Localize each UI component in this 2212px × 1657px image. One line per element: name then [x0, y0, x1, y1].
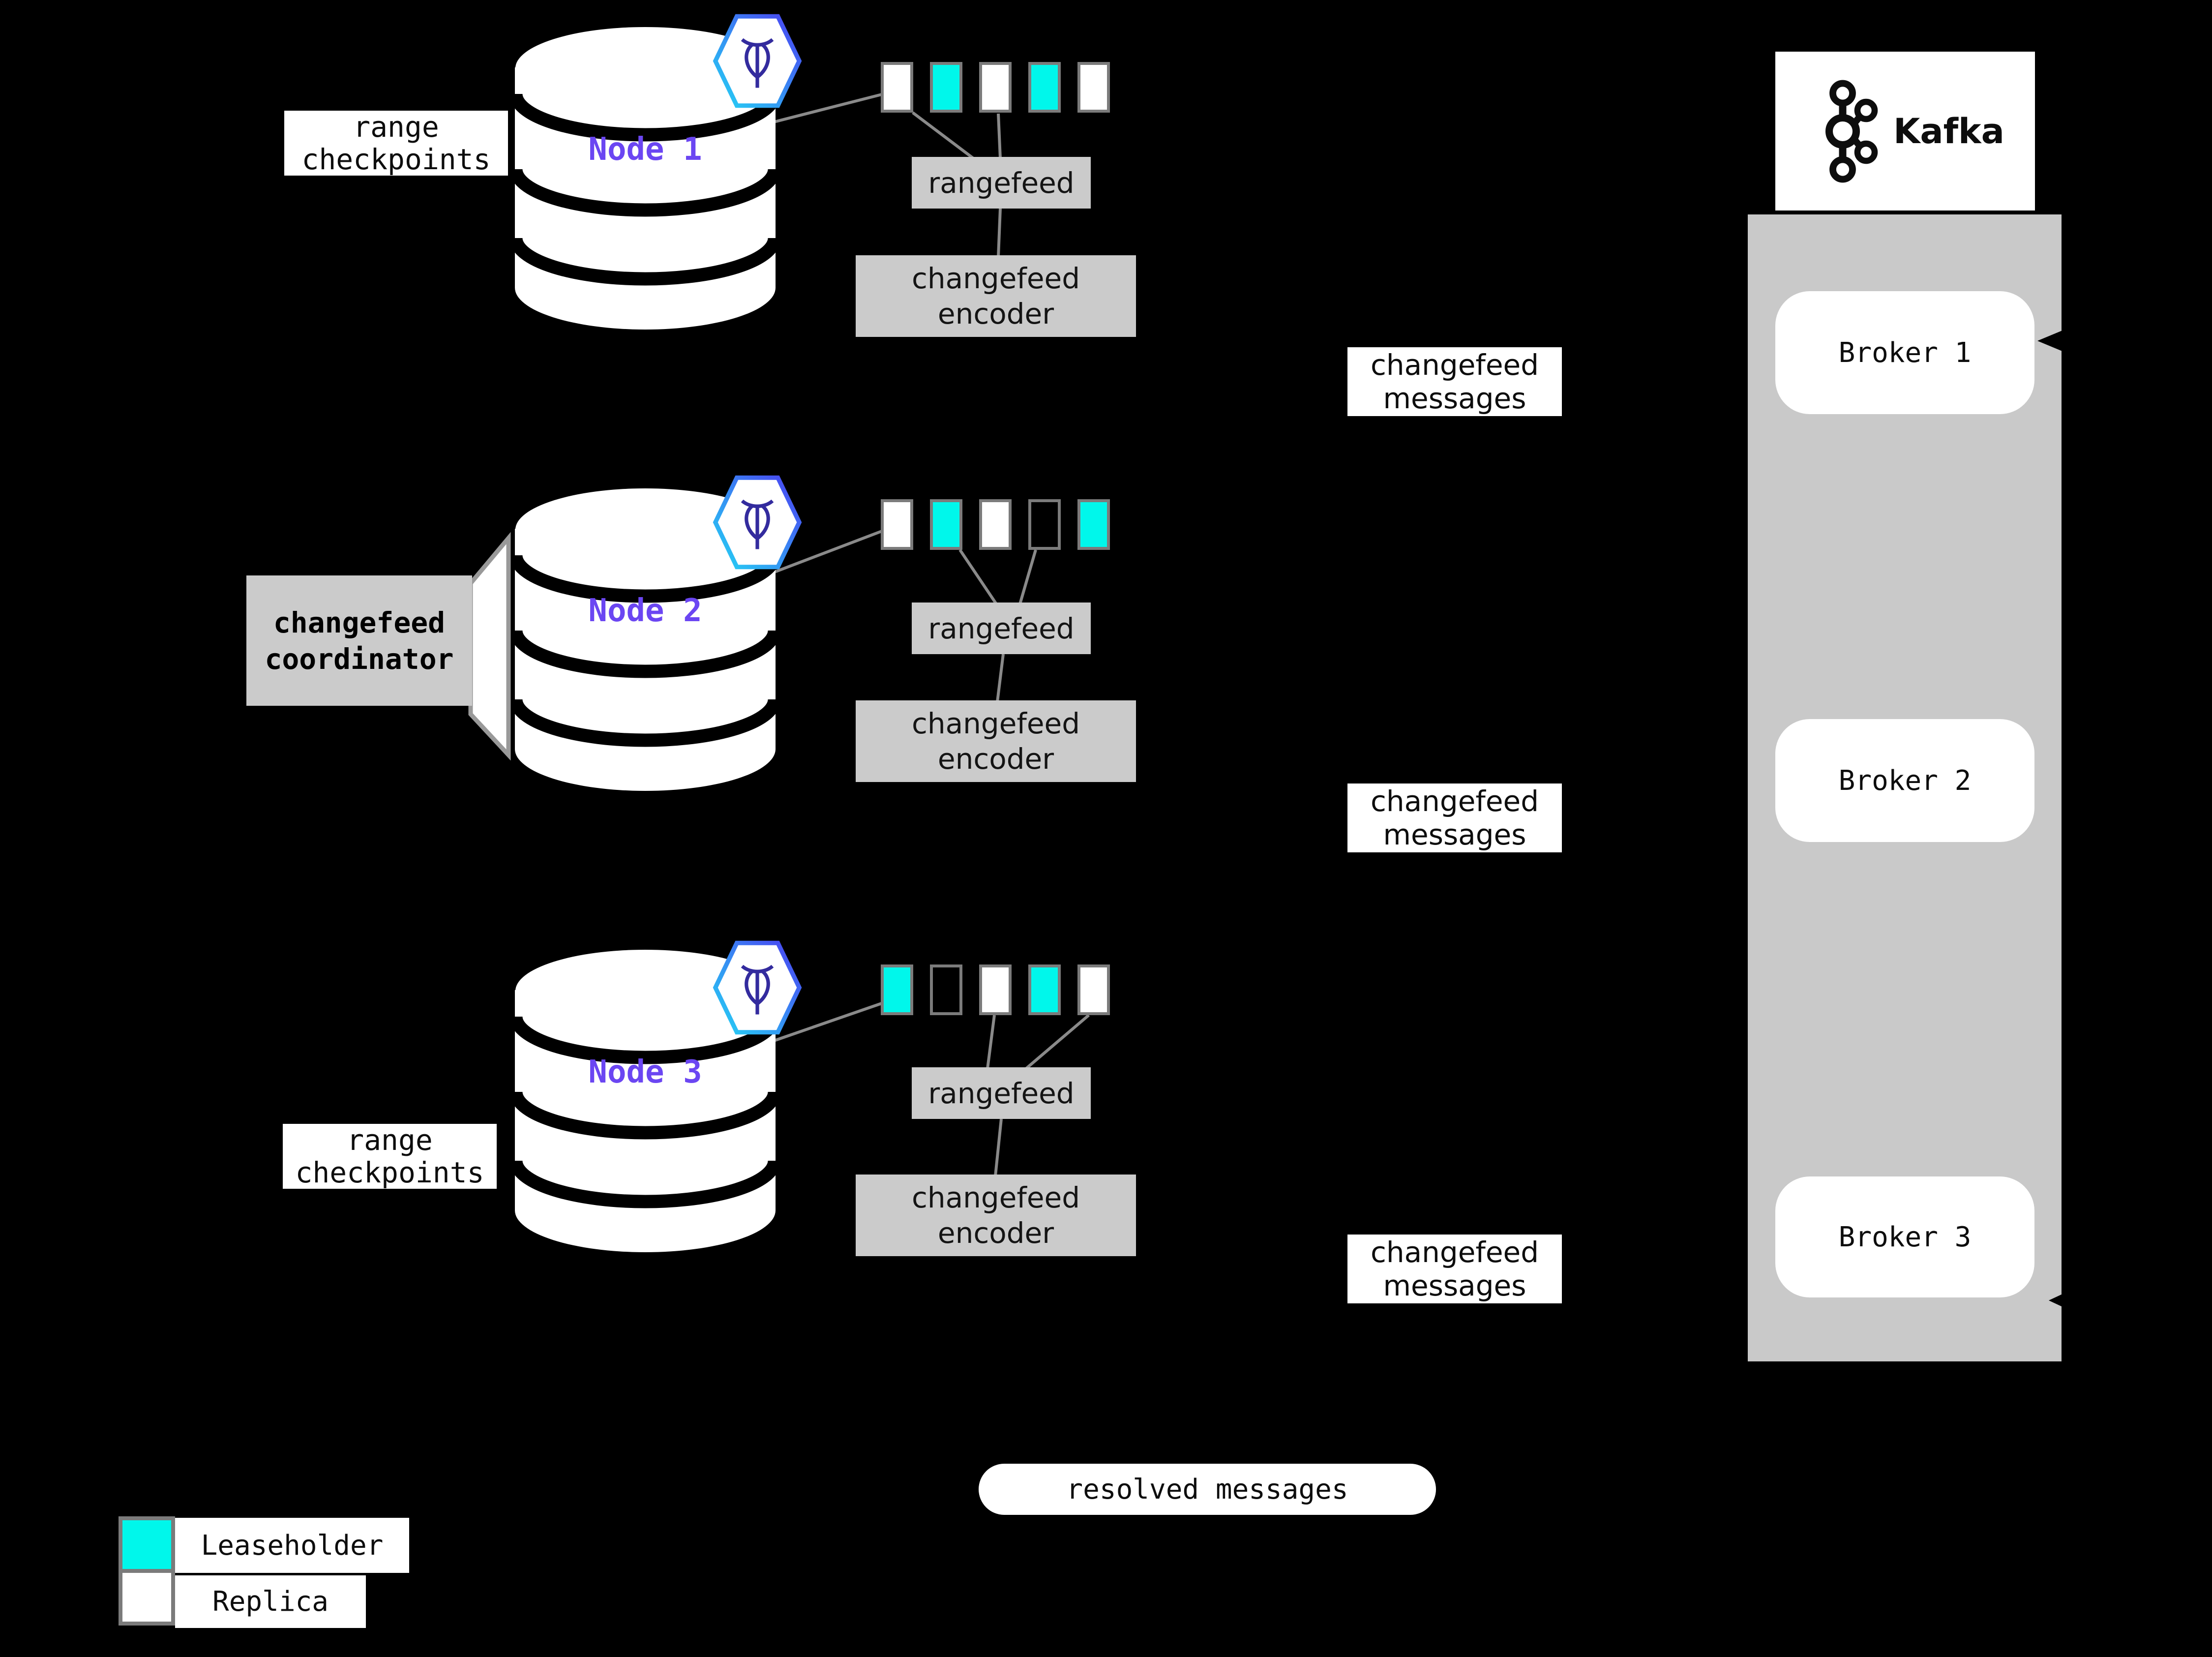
range-box-replica: [979, 62, 1012, 113]
range-box-replica: [881, 62, 913, 113]
node-label-3: Node 3: [588, 1054, 702, 1090]
range-box-replica: [979, 964, 1012, 1015]
node-cylinder-1: [515, 27, 776, 330]
changefeed-messages-label-3: changefeed messages: [1347, 1235, 1562, 1303]
changefeed-coordinator-label: changefeed coordinator: [246, 575, 472, 706]
range-row-1: [881, 62, 1110, 113]
range-row-3: [881, 964, 1110, 1015]
range-checkpoints-label-3: range checkpoints: [283, 1124, 497, 1189]
changefeed-encoder-box-3: changefeed encoder: [856, 1175, 1136, 1256]
changefeed-messages-label-2: changefeed messages: [1347, 783, 1562, 852]
range-box-leaseholder: [1077, 499, 1110, 550]
resolved-messages-pill: resolved messages: [979, 1464, 1436, 1515]
legend-swatch-replica: [119, 1569, 175, 1626]
range-row-2: [881, 499, 1110, 550]
range-checkpoints-label-1: range checkpoints: [284, 111, 508, 176]
kafka-title: Kafka: [1893, 111, 2004, 151]
rangefeed-box-2: rangefeed: [912, 603, 1091, 654]
range-box-replica: [881, 499, 913, 550]
kafka-logo: Kafka: [1775, 52, 2035, 211]
legend-label-leaseholder: Leaseholder: [175, 1518, 409, 1573]
cockroachdb-icon: [713, 940, 802, 1035]
range-box-leaseholder: [1028, 62, 1061, 113]
node-cylinder-2: [515, 488, 776, 791]
range-box-replica: [1077, 964, 1110, 1015]
range-box-empty: [930, 964, 962, 1015]
changefeed-encoder-box-2: changefeed encoder: [856, 700, 1136, 782]
range-box-empty: [1028, 499, 1061, 550]
range-box-leaseholder: [930, 62, 962, 113]
range-box-leaseholder: [930, 499, 962, 550]
range-box-replica: [979, 499, 1012, 550]
legend-label-replica: Replica: [175, 1575, 366, 1628]
changefeed-encoder-box-1: changefeed encoder: [856, 255, 1136, 337]
node-label-2: Node 2: [588, 593, 702, 629]
kafka-icon: [1825, 80, 1878, 182]
rangefeed-box-3: rangefeed: [912, 1067, 1091, 1119]
broker-box-1: Broker 1: [1775, 291, 2034, 414]
node-label-1: Node 1: [588, 131, 702, 168]
rangefeed-box-1: rangefeed: [912, 157, 1091, 209]
range-box-leaseholder: [1028, 964, 1061, 1015]
legend-swatch-leaseholder: [119, 1516, 175, 1573]
range-box-replica: [1077, 62, 1110, 113]
changefeed-messages-label-1: changefeed messages: [1347, 347, 1562, 416]
cockroachdb-icon: [713, 475, 802, 570]
cockroachdb-icon: [713, 14, 802, 108]
range-box-leaseholder: [881, 964, 913, 1015]
broker-box-3: Broker 3: [1775, 1176, 2034, 1297]
broker-box-2: Broker 2: [1775, 719, 2034, 842]
